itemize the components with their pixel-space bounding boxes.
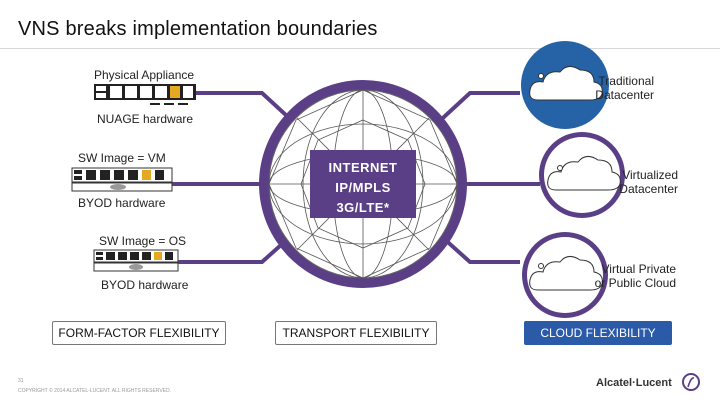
globe-icon bbox=[259, 80, 467, 288]
vm-device-icon bbox=[71, 167, 173, 192]
virtualized-datacenter-label: Virtualized Datacenter bbox=[619, 168, 678, 196]
os-device-icon bbox=[93, 249, 179, 272]
transport-flexibility-button[interactable]: TRANSPORT FLEXIBILITY bbox=[275, 321, 437, 345]
center-internet: INTERNET bbox=[328, 160, 398, 175]
center-lte: 3G/LTE* bbox=[336, 200, 390, 215]
company-logo-text: Alcatel·Lucent bbox=[596, 377, 672, 389]
form-factor-flexibility-button[interactable]: FORM-FACTOR FLEXIBILITY bbox=[52, 321, 226, 345]
traditional-datacenter-label: Traditional Datacenter bbox=[595, 74, 654, 102]
physical-appliance-label: Physical Appliance bbox=[94, 68, 195, 82]
virtual-private-cloud-label: Virtual Private or Public Cloud bbox=[594, 262, 676, 290]
alcatel-lucent-logo-icon bbox=[682, 373, 700, 391]
byod-hardware-label: BYOD hardware bbox=[78, 196, 166, 210]
copyright-text: COPYRIGHT © 2014 ALCATEL-LUCENT. ALL RIG… bbox=[18, 388, 171, 394]
page-number: 31 bbox=[18, 378, 24, 384]
page-title: VNS breaks implementation boundaries bbox=[18, 18, 378, 40]
cloud-flexibility-button[interactable]: CLOUD FLEXIBILITY bbox=[524, 321, 672, 345]
sw-image-vm-label: SW Image = VM bbox=[78, 151, 166, 165]
traditional-datacenter-icon bbox=[521, 41, 609, 129]
virtual-private-cloud-icon bbox=[522, 232, 608, 318]
physical-appliance-icon bbox=[94, 84, 196, 105]
center-ipmpls: IP/MPLS bbox=[335, 180, 391, 195]
nuage-hardware-label: NUAGE hardware bbox=[97, 112, 194, 126]
connector-traditional bbox=[430, 91, 520, 130]
virtualized-datacenter-icon bbox=[539, 132, 625, 218]
byod-hardware-label: BYOD hardware bbox=[101, 278, 189, 292]
sw-image-os-label: SW Image = OS bbox=[99, 234, 187, 248]
title-underline bbox=[0, 48, 720, 49]
